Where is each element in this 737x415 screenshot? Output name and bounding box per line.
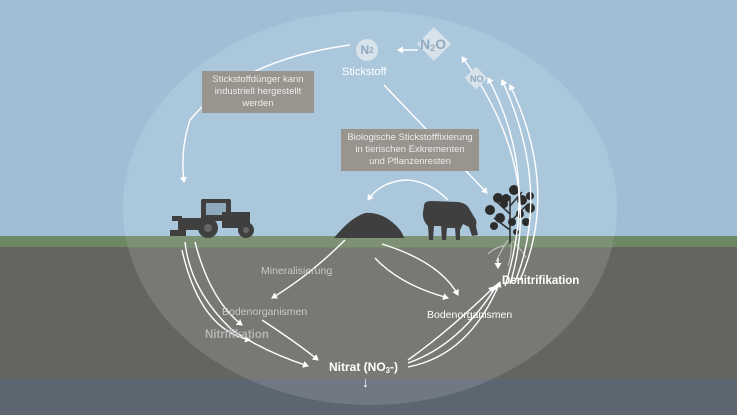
- bodenorganismen-left-label: Bodenorganismen: [222, 306, 308, 318]
- soil: [0, 247, 737, 380]
- n2o-formula: N2O: [420, 36, 446, 53]
- n2o-subscript: 2: [430, 43, 436, 53]
- bodenorganismen-right-label: Bodenorganismen: [427, 309, 513, 321]
- nitrat-text: Nitrat (NO: [329, 360, 386, 374]
- groundwater: [0, 379, 737, 415]
- cow-icon: [422, 201, 478, 240]
- nitrat-label: Nitrat (NO3-): [329, 360, 398, 375]
- fixation-note: Biologische Stickstofffixierung in tieri…: [341, 129, 479, 171]
- mineralisierung-label: Mineralisierung: [261, 265, 333, 277]
- n2o-symbol: N: [420, 36, 431, 52]
- n2-symbol: N: [360, 43, 370, 57]
- no-formula: NO: [470, 74, 484, 84]
- nitrifikation-label: Nitrifikation: [205, 329, 269, 341]
- leaching-arrow-icon: ↓: [362, 374, 369, 390]
- cycle-arrows: [179, 44, 539, 368]
- fertilizer-note: Stickstoffdünger kann industriell herges…: [202, 71, 314, 113]
- nitrat-charge: -): [390, 360, 399, 374]
- manure-pile-icon: [334, 212, 404, 238]
- tractor-icon: [170, 199, 254, 238]
- n2-subscript: 2: [369, 45, 374, 55]
- n2o-oxygen: O: [435, 36, 447, 52]
- nitrat-subscript: 3: [385, 366, 391, 375]
- denitrifikation-label: Denitrifikation: [502, 275, 580, 287]
- stickstoff-label: Stickstoff: [342, 66, 387, 78]
